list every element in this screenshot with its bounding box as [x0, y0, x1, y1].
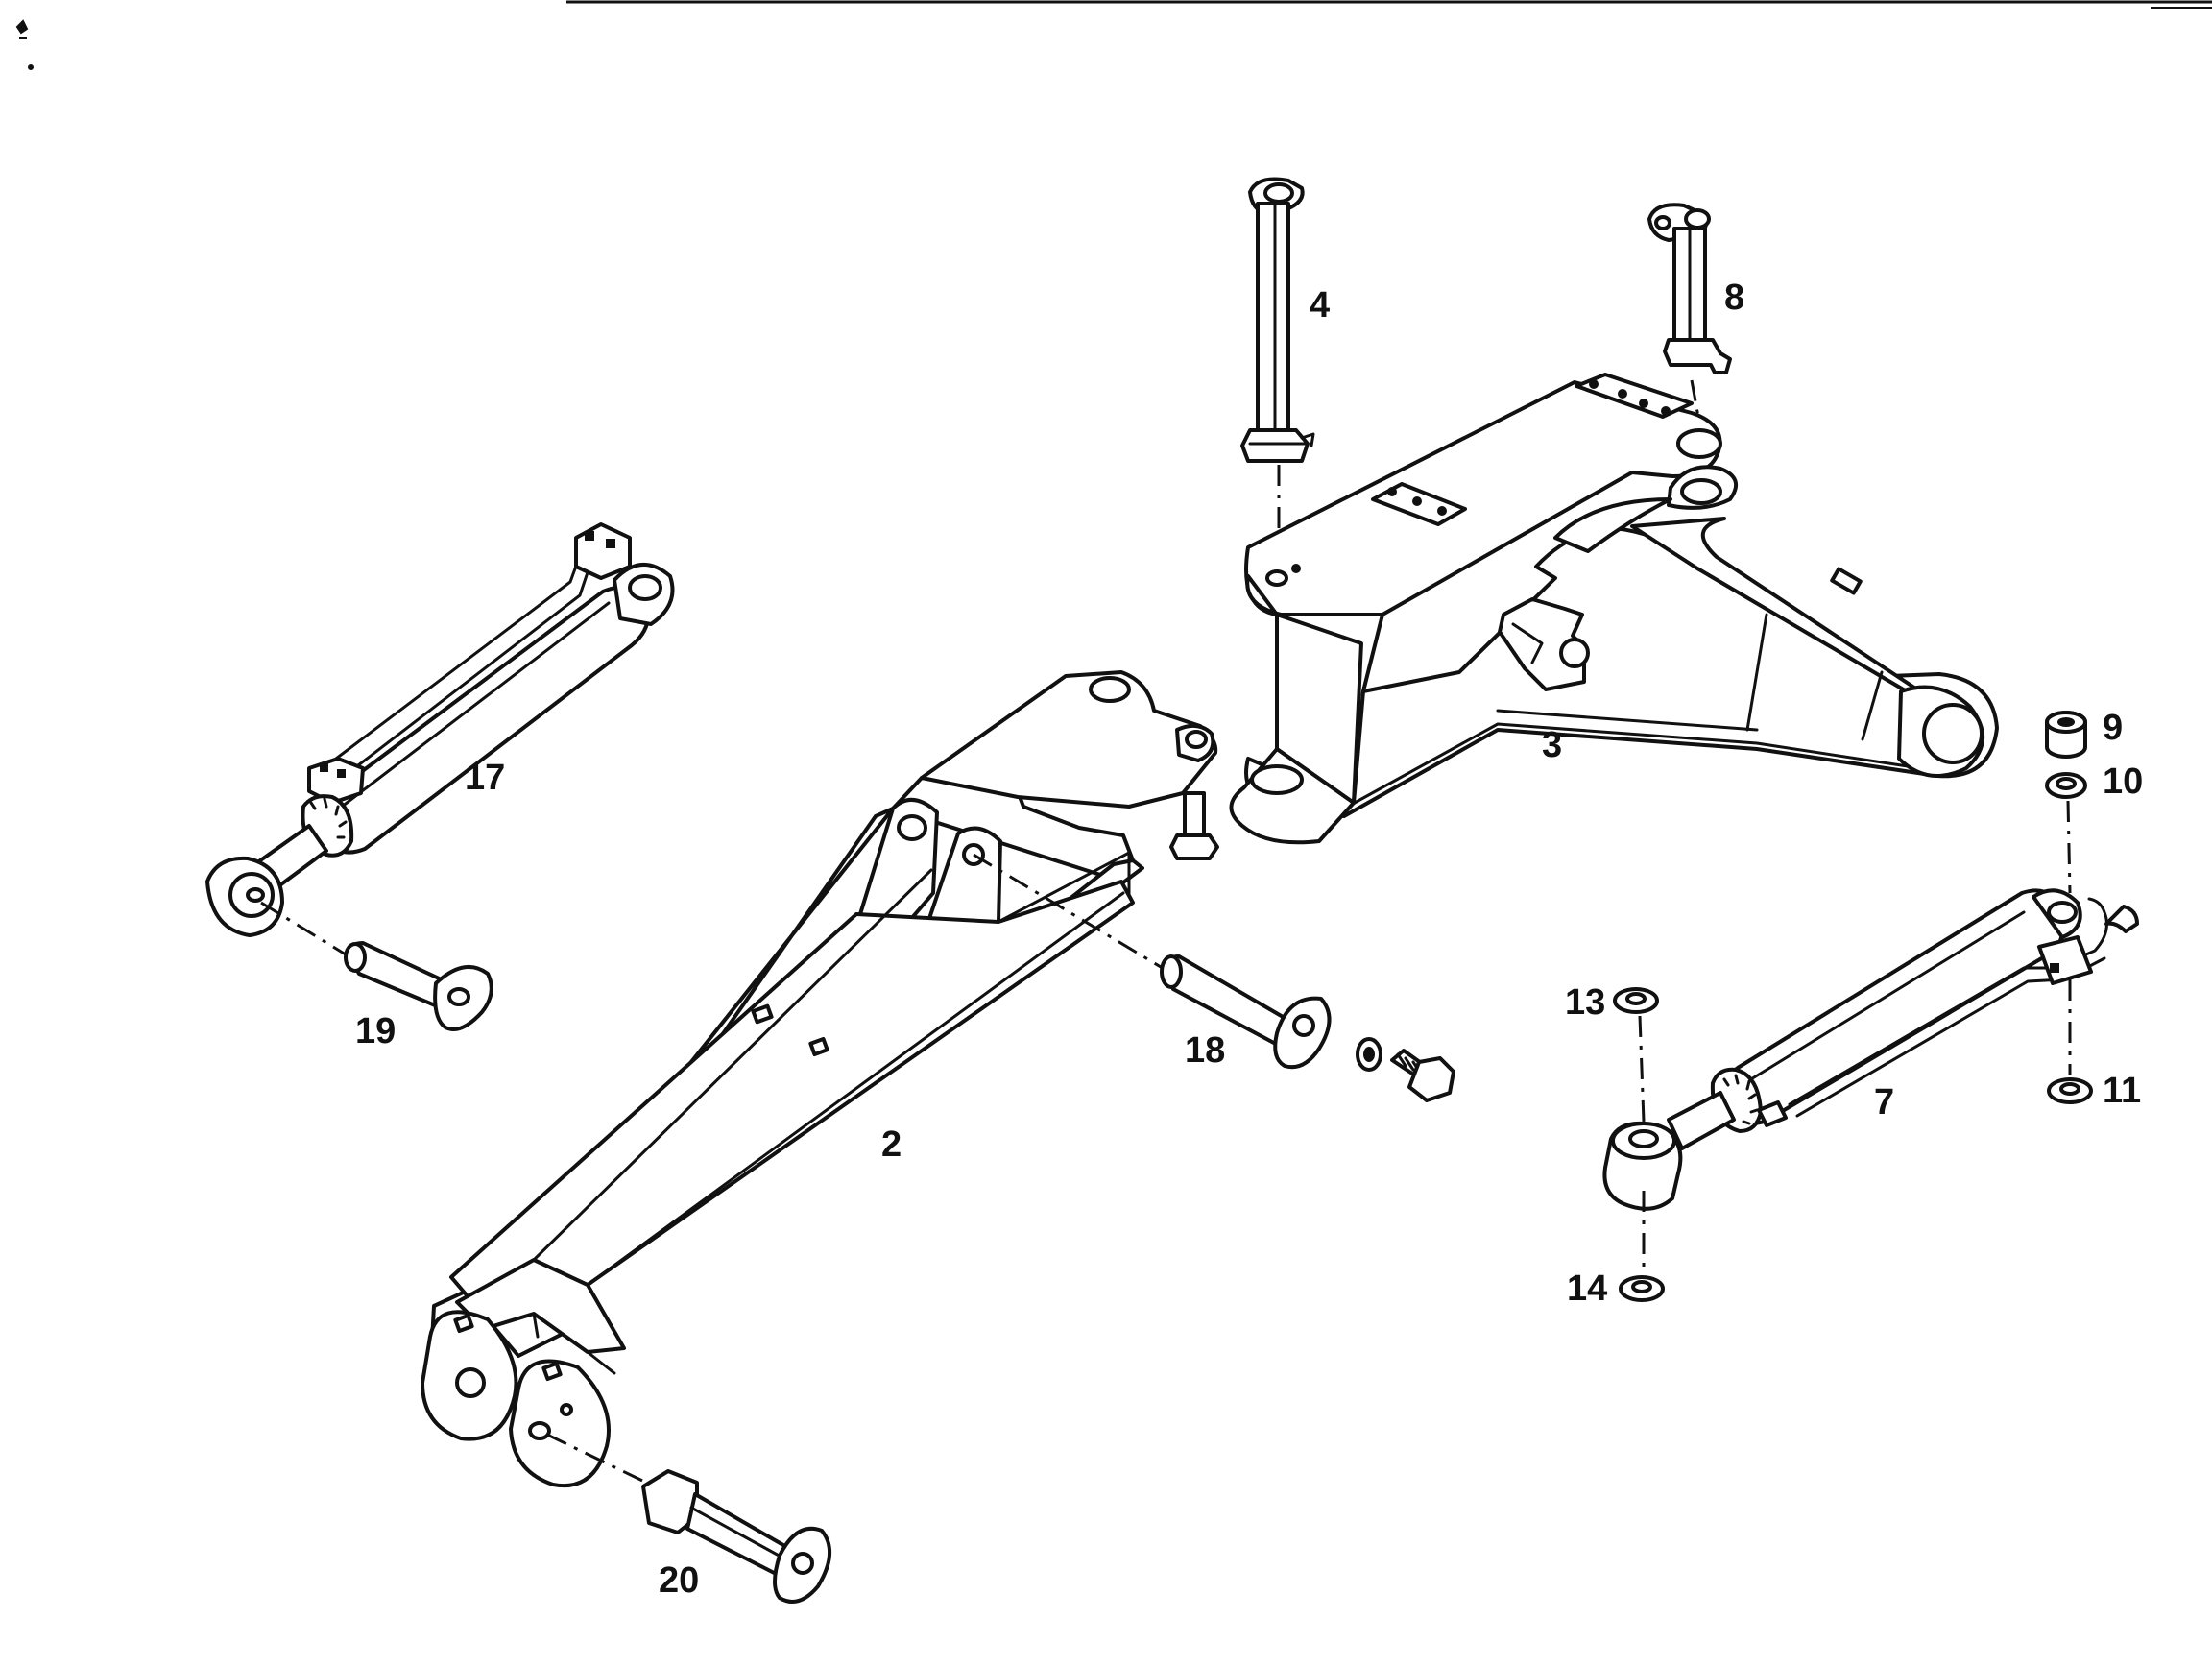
leader-13: [1638, 1015, 1646, 1123]
part-10-washer: [2045, 772, 2087, 799]
callout-17: 17: [465, 758, 505, 798]
callout-10: 10: [2103, 761, 2143, 802]
callout-20: 20: [659, 1560, 699, 1601]
leader-10: [2066, 800, 2072, 894]
part-4-pin: [1240, 177, 1315, 463]
part-18-bolt: [1390, 1049, 1455, 1102]
callout-13: 13: [1565, 982, 1605, 1023]
callout-14: 14: [1567, 1268, 1607, 1309]
leader-19: [260, 901, 347, 956]
callout-8: 8: [1724, 278, 1744, 318]
part-2-boom-arm: [421, 670, 1219, 1488]
part-17-hydraulic-cylinder: [205, 522, 675, 937]
callout-3: 3: [1542, 725, 1562, 765]
callout-9: 9: [2103, 708, 2123, 748]
leader-18: [973, 853, 1166, 972]
callout-7: 7: [1874, 1082, 1894, 1123]
part-9-bushing: [2045, 711, 2087, 759]
part-13-washer: [1613, 987, 1659, 1014]
callout-labels: 2 3 4 7 8 9 10 11 13 14 17 18 19 20: [355, 278, 2143, 1601]
part-14-washer: [1619, 1275, 1665, 1302]
part-19-pin: [344, 941, 493, 1031]
page-frame: [15, 0, 2212, 70]
part-8-pin: [1647, 203, 1732, 374]
part-18-pin: [1160, 954, 1332, 1070]
leader-8: [1690, 379, 1701, 423]
callout-2: 2: [881, 1124, 902, 1165]
part-20-pin: [641, 1469, 832, 1604]
part-3-swing-frame: [1229, 373, 1999, 845]
callout-19: 19: [355, 1011, 396, 1051]
part-18-washer: [1356, 1037, 1382, 1072]
callout-4: 4: [1310, 285, 1330, 326]
part-11-washer: [2047, 1077, 2093, 1104]
callout-11: 11: [2103, 1071, 2141, 1111]
part-7-hydraulic-cylinder: [1602, 888, 2139, 1211]
callout-18: 18: [1185, 1030, 1225, 1071]
